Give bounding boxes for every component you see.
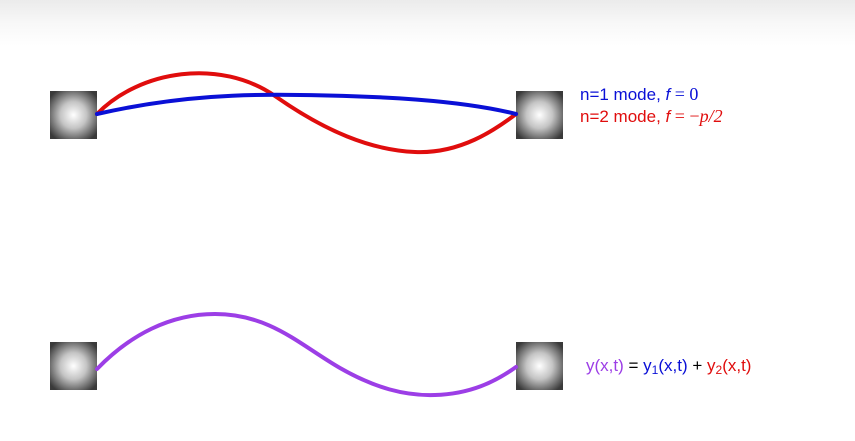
mode-1-label: n=1 mode, f = 0: [580, 84, 698, 105]
mode-1-wave: [95, 92, 518, 116]
equation-term1-y: y: [643, 356, 652, 375]
mode-2-label-prefix: n=2 mode,: [580, 107, 666, 126]
equation-plus: +: [687, 356, 707, 375]
equation-equals: =: [623, 356, 644, 375]
mode-2-phase-symbol: f: [665, 107, 671, 126]
mode-1-phase-symbol: f: [665, 85, 671, 104]
mode-2-wave: [95, 71, 518, 155]
equation-term2-y: y: [707, 356, 716, 375]
equation-term2-args: (x,t): [722, 356, 752, 375]
equation-term2-subscript: 2: [715, 363, 723, 377]
mode-1-phase-value: = 0: [670, 84, 699, 104]
mode-2-phase-value: p/2: [699, 106, 723, 126]
mode-2-phase-equals: = −: [670, 106, 700, 126]
bottom-left-clamp: [50, 342, 97, 390]
superposition-wave: [95, 311, 518, 398]
equation-term1-subscript: 1: [651, 363, 659, 377]
equation-lhs: y(x,t): [586, 356, 624, 375]
superposition-equation: y(x,t) = y1(x,t) + y2(x,t): [586, 356, 751, 380]
top-left-clamp: [50, 91, 97, 139]
equation-term1-args: (x,t): [658, 356, 688, 375]
mode-1-label-prefix: n=1 mode,: [580, 85, 666, 104]
top-right-clamp: [516, 91, 563, 139]
mode-2-label: n=2 mode, f = −p/2: [580, 106, 723, 127]
bottom-right-clamp: [516, 342, 563, 390]
